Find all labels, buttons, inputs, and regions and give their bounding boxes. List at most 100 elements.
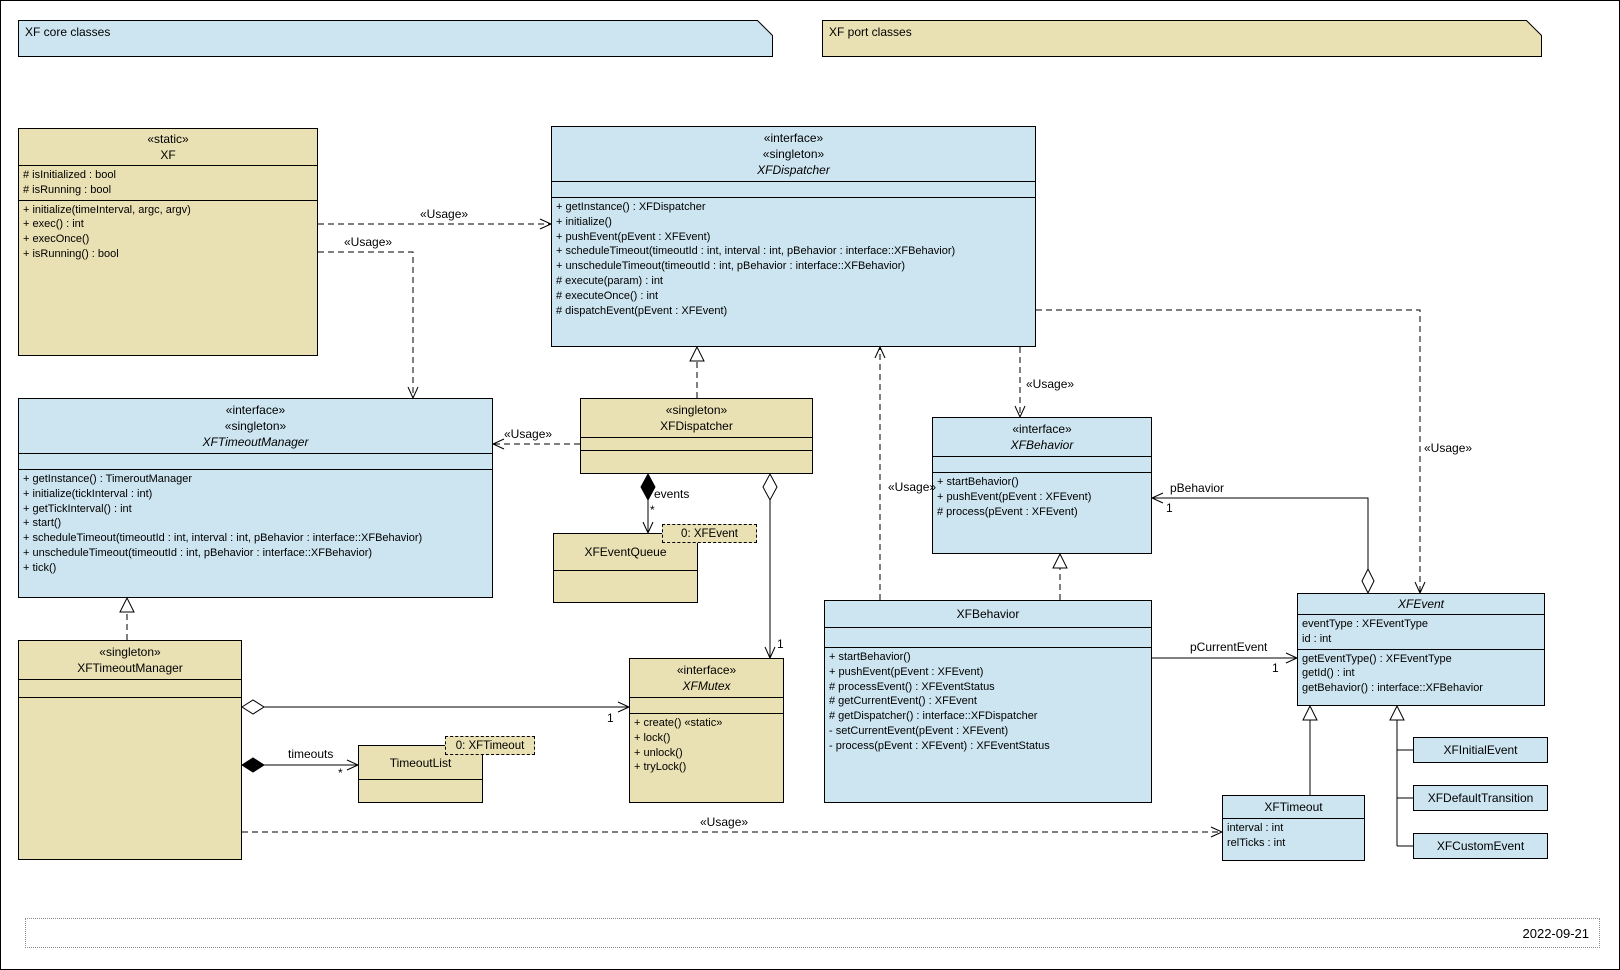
stereotype-list: «singleton» [99,644,160,660]
stereotype-list: «interface» [1012,421,1071,437]
attributes-section [933,456,1151,472]
member-line: + initialize() [556,215,612,228]
class-xfbehavior: XFBehavior + startBehavior()+ pushEvent(… [824,600,1152,803]
member-line: + initialize(timeInterval, argc, argv) [23,203,191,216]
note-fold-icon [757,20,773,36]
class-name: TimeoutList [389,755,452,770]
usage-label-xf-to-xfdispatcher: «Usage» [420,207,469,221]
member-line: + scheduleTimeout(timeoutId : int, inter… [23,532,423,545]
xfmutex-multiplicity-left-label: 1 [607,711,614,725]
member-line: - setCurrentEvent(pEvent : XFEvent) [829,724,1009,737]
events-multiplicity-label: * [650,503,655,517]
attributes-section [825,627,1151,647]
note-xf-port-classes: XF port classes [822,20,1542,57]
member-line: + isRunning() : bool [23,247,119,260]
object-label: 0: XFTimeout [455,739,525,752]
class-name: XFTimeoutManager [202,435,309,449]
generalization-edge-xftimeout-xfevent [1302,704,1318,795]
member-line: + startBehavior() [937,476,1019,488]
timeouts-role-label: timeouts [288,747,334,761]
usage-label-xftimeoutmanager-to-xftimeout: «Usage» [700,815,749,829]
note-label: XF port classes [829,25,912,39]
class-name: XFTimeout [1264,800,1323,814]
class-xfcustomevent: XFCustomEvent [1413,833,1548,859]
attributes-section [552,181,1035,197]
operations-section [581,450,812,473]
member-line: + unscheduleTimeout(timeoutId : int, pBe… [556,260,906,273]
attributes-section [19,453,492,469]
class-xftimeoutmanager-interface: «interface»«singleton» XFTimeoutManager … [18,398,493,598]
note-fold-icon [1526,20,1542,36]
events-role-label: events [654,487,690,501]
attributes-section [630,697,783,713]
realization-edge-xfdispatcher [689,345,705,398]
member-line: # getCurrentEvent() : XFEvent [829,695,977,708]
class-name: XFDefaultTransition [1427,791,1534,805]
operations-section [19,697,241,859]
member-line: # isRunning : bool [23,183,112,196]
object-chip-xftimeout: 0: XFTimeout [445,736,535,755]
operations-section: + create() «static»+ lock()+ unlock()+ t… [630,713,783,802]
member-line: + execOnce() [23,233,90,246]
member-line: id : int [1302,632,1332,645]
class-name: XFEvent [1397,597,1445,611]
member-line: + pushEvent(pEvent : XFEvent) [556,230,711,243]
stereotype-list: «static» [147,131,188,147]
class-name: XFInitialEvent [1443,743,1518,757]
date-label: 2022-09-21 [1522,925,1590,941]
note-xf-core-classes: XF core classes [18,20,773,57]
stereotype-line: «singleton» [99,645,161,659]
footer-date-strip: 2022-09-21 [25,918,1600,948]
attributes-section: # isInitialized : bool# isRunning : bool [19,165,317,200]
stereotype-line: «singleton» [665,403,728,417]
member-line: + getInstance() : TimeroutManager [23,473,193,485]
member-line: # processEvent() : XFEventStatus [829,680,995,693]
member-line: + lock() [634,731,671,744]
timeouts-multiplicity-label: * [338,766,343,780]
pbehavior-role-label: pBehavior [1170,481,1225,495]
usage-label-xf-to-xftimeoutmanager: «Usage» [344,235,393,249]
class-name: XFDispatcher [660,419,733,433]
class-name: XFDispatcher [757,163,830,177]
member-line: + initialize(tickInterval : int) [23,487,153,500]
note-label: XF core classes [25,25,111,39]
class-name: XFBehavior [1010,438,1074,452]
member-line: + pushEvent(pEvent : XFEvent) [937,490,1092,503]
stereotype-list: «interface» «singleton» [225,402,286,434]
object-label: 0: XFEvent [681,527,738,540]
realization-edge-xfbehavior [1052,552,1068,600]
member-line: eventType : XFEventType [1302,618,1428,630]
member-line: # execute(param) : int [556,274,663,287]
usage-label-xfbehavior-to-xfdispatcher: «Usage» [888,480,937,494]
stereotype-line: «singleton» [762,147,825,161]
usage-edge-xf-to-xftimeoutmanager [318,251,419,400]
class-name: XFTimeoutManager [77,661,183,675]
operations-section: + startBehavior()+ pushEvent(pEvent : XF… [825,647,1151,802]
body-section [554,570,697,602]
attributes-section [19,679,241,697]
operations-section: + getInstance() : TimeroutManager + initi… [19,469,492,597]
usage-label-xfdispatcher-to-xfbehavior: «Usage» [1026,377,1075,391]
usage-label-xfdispatcher-to-xftimeoutmanager: «Usage» [504,427,553,441]
usage-label-xfdispatcher-to-xfevent: «Usage» [1424,441,1473,455]
class-name: XFMutex [682,679,731,693]
member-line: + create() «static» [634,717,723,729]
aggregation-edge-xfdispatcher-xfmutex [762,472,778,660]
object-chip-xfevent: 0: XFEvent [662,524,757,543]
stereotype-line: «interface» [225,403,286,417]
member-line: relTicks : int [1227,836,1286,849]
member-line: + getTickInterval() : int [23,502,132,515]
operations-section: + getInstance() : XFDispatcher+ initiali… [552,197,1035,346]
stereotype-line: «singleton» [224,419,287,433]
stereotype-line: «interface» [676,663,737,677]
member-line: + pushEvent(pEvent : XFEvent) [829,665,984,678]
member-line: + tryLock() [634,761,687,774]
class-xfdispatcher-interface: «interface»«singleton» XFDispatcher + ge… [551,126,1036,347]
class-xfmutex: «interface» XFMutex + create() «static» +… [629,658,784,803]
class-xfbehavior-interface: «interface» XFBehavior + startBehavior()… [932,417,1152,554]
aggregation-edge-xftimeoutmanager-xfmutex [241,699,631,715]
